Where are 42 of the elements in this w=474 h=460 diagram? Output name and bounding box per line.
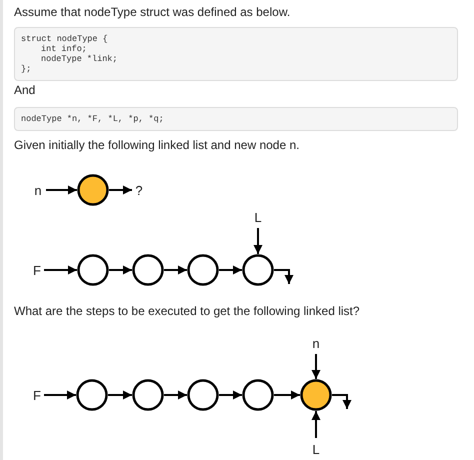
- arrow: [44, 266, 77, 274]
- list-node-circle: [187, 379, 219, 411]
- list-node-circle: [76, 379, 108, 411]
- code-line: struct nodeType {: [21, 34, 108, 44]
- list-node-circle: [132, 379, 164, 411]
- arrow: [109, 266, 132, 274]
- arrow: [108, 390, 132, 400]
- pointer-label: n: [30, 181, 46, 199]
- question-text: Assume that nodeType struct was defined as below.: [14, 5, 290, 19]
- list-node-circle: [77, 254, 109, 286]
- pointer-label: F: [30, 261, 44, 279]
- arrow: [46, 186, 77, 194]
- list-node-circle: [77, 174, 109, 206]
- question-text: What are the steps to be executed to get the following linked list?: [14, 304, 360, 318]
- arrow: [164, 390, 187, 400]
- list-node-circle: [132, 254, 164, 286]
- list-node-circle: [187, 254, 219, 286]
- pointer-label: F: [30, 386, 44, 404]
- question-text: Given initially the following linked list and new node n.: [14, 138, 300, 152]
- pointer-label: ?: [132, 181, 146, 199]
- list-node-circle: [242, 379, 274, 411]
- arrow: [312, 354, 320, 379]
- arrow: [274, 269, 294, 284]
- pointer-label: n: [308, 334, 324, 352]
- arrow: [219, 266, 242, 274]
- arrow: [332, 394, 352, 409]
- arrow: [219, 390, 242, 400]
- pointer-label: L: [251, 208, 265, 226]
- arrow: [109, 186, 132, 194]
- arrow: [44, 390, 76, 400]
- code-line: nodeType *link;: [41, 54, 118, 64]
- code-line: nodeType *n, *F, *L, *p, *q;: [21, 114, 164, 124]
- arrow: [312, 411, 320, 438]
- arrow: [274, 390, 300, 400]
- code-line: };: [21, 64, 32, 74]
- arrow: [254, 228, 262, 254]
- pointer-label: L: [309, 440, 323, 458]
- arrow: [164, 266, 187, 274]
- question-text: And: [14, 83, 36, 97]
- list-node-circle: [300, 379, 332, 411]
- code-line: int info;: [41, 44, 87, 54]
- list-node-circle: [242, 254, 274, 286]
